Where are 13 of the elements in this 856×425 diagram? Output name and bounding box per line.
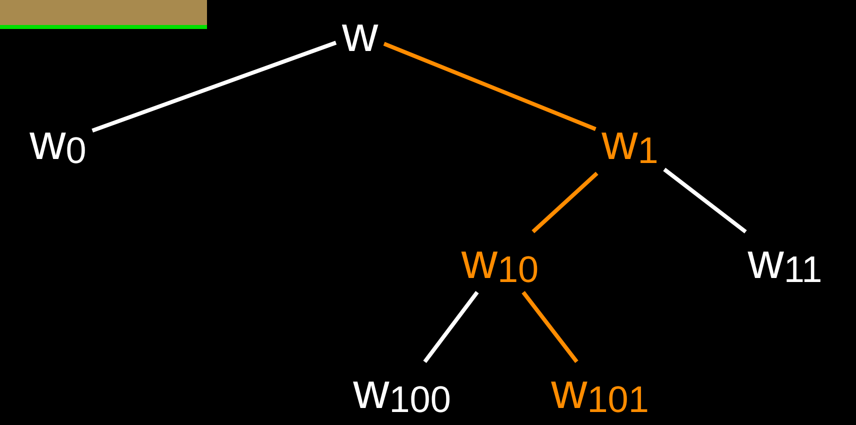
tree-branch-line (663, 168, 747, 234)
tree-node-label: w (336, 5, 384, 63)
tree-branch-line (92, 40, 337, 132)
tree-node-label: w$_{10}$ (455, 232, 545, 292)
tree-node-label: w$_{101}$ (545, 362, 655, 422)
tree-branch-line (532, 172, 598, 234)
tree-node-label: w$_{11}$ (742, 232, 828, 292)
tree-node-label: w$_{100}$ (347, 362, 457, 422)
tree-node-label: w$_{1}$ (596, 112, 664, 174)
tree-branch-line (383, 42, 596, 131)
tree-branch-line (423, 291, 479, 363)
tree-node-label: w$_{0}$ (24, 112, 92, 174)
tree-branch-line (522, 291, 578, 363)
